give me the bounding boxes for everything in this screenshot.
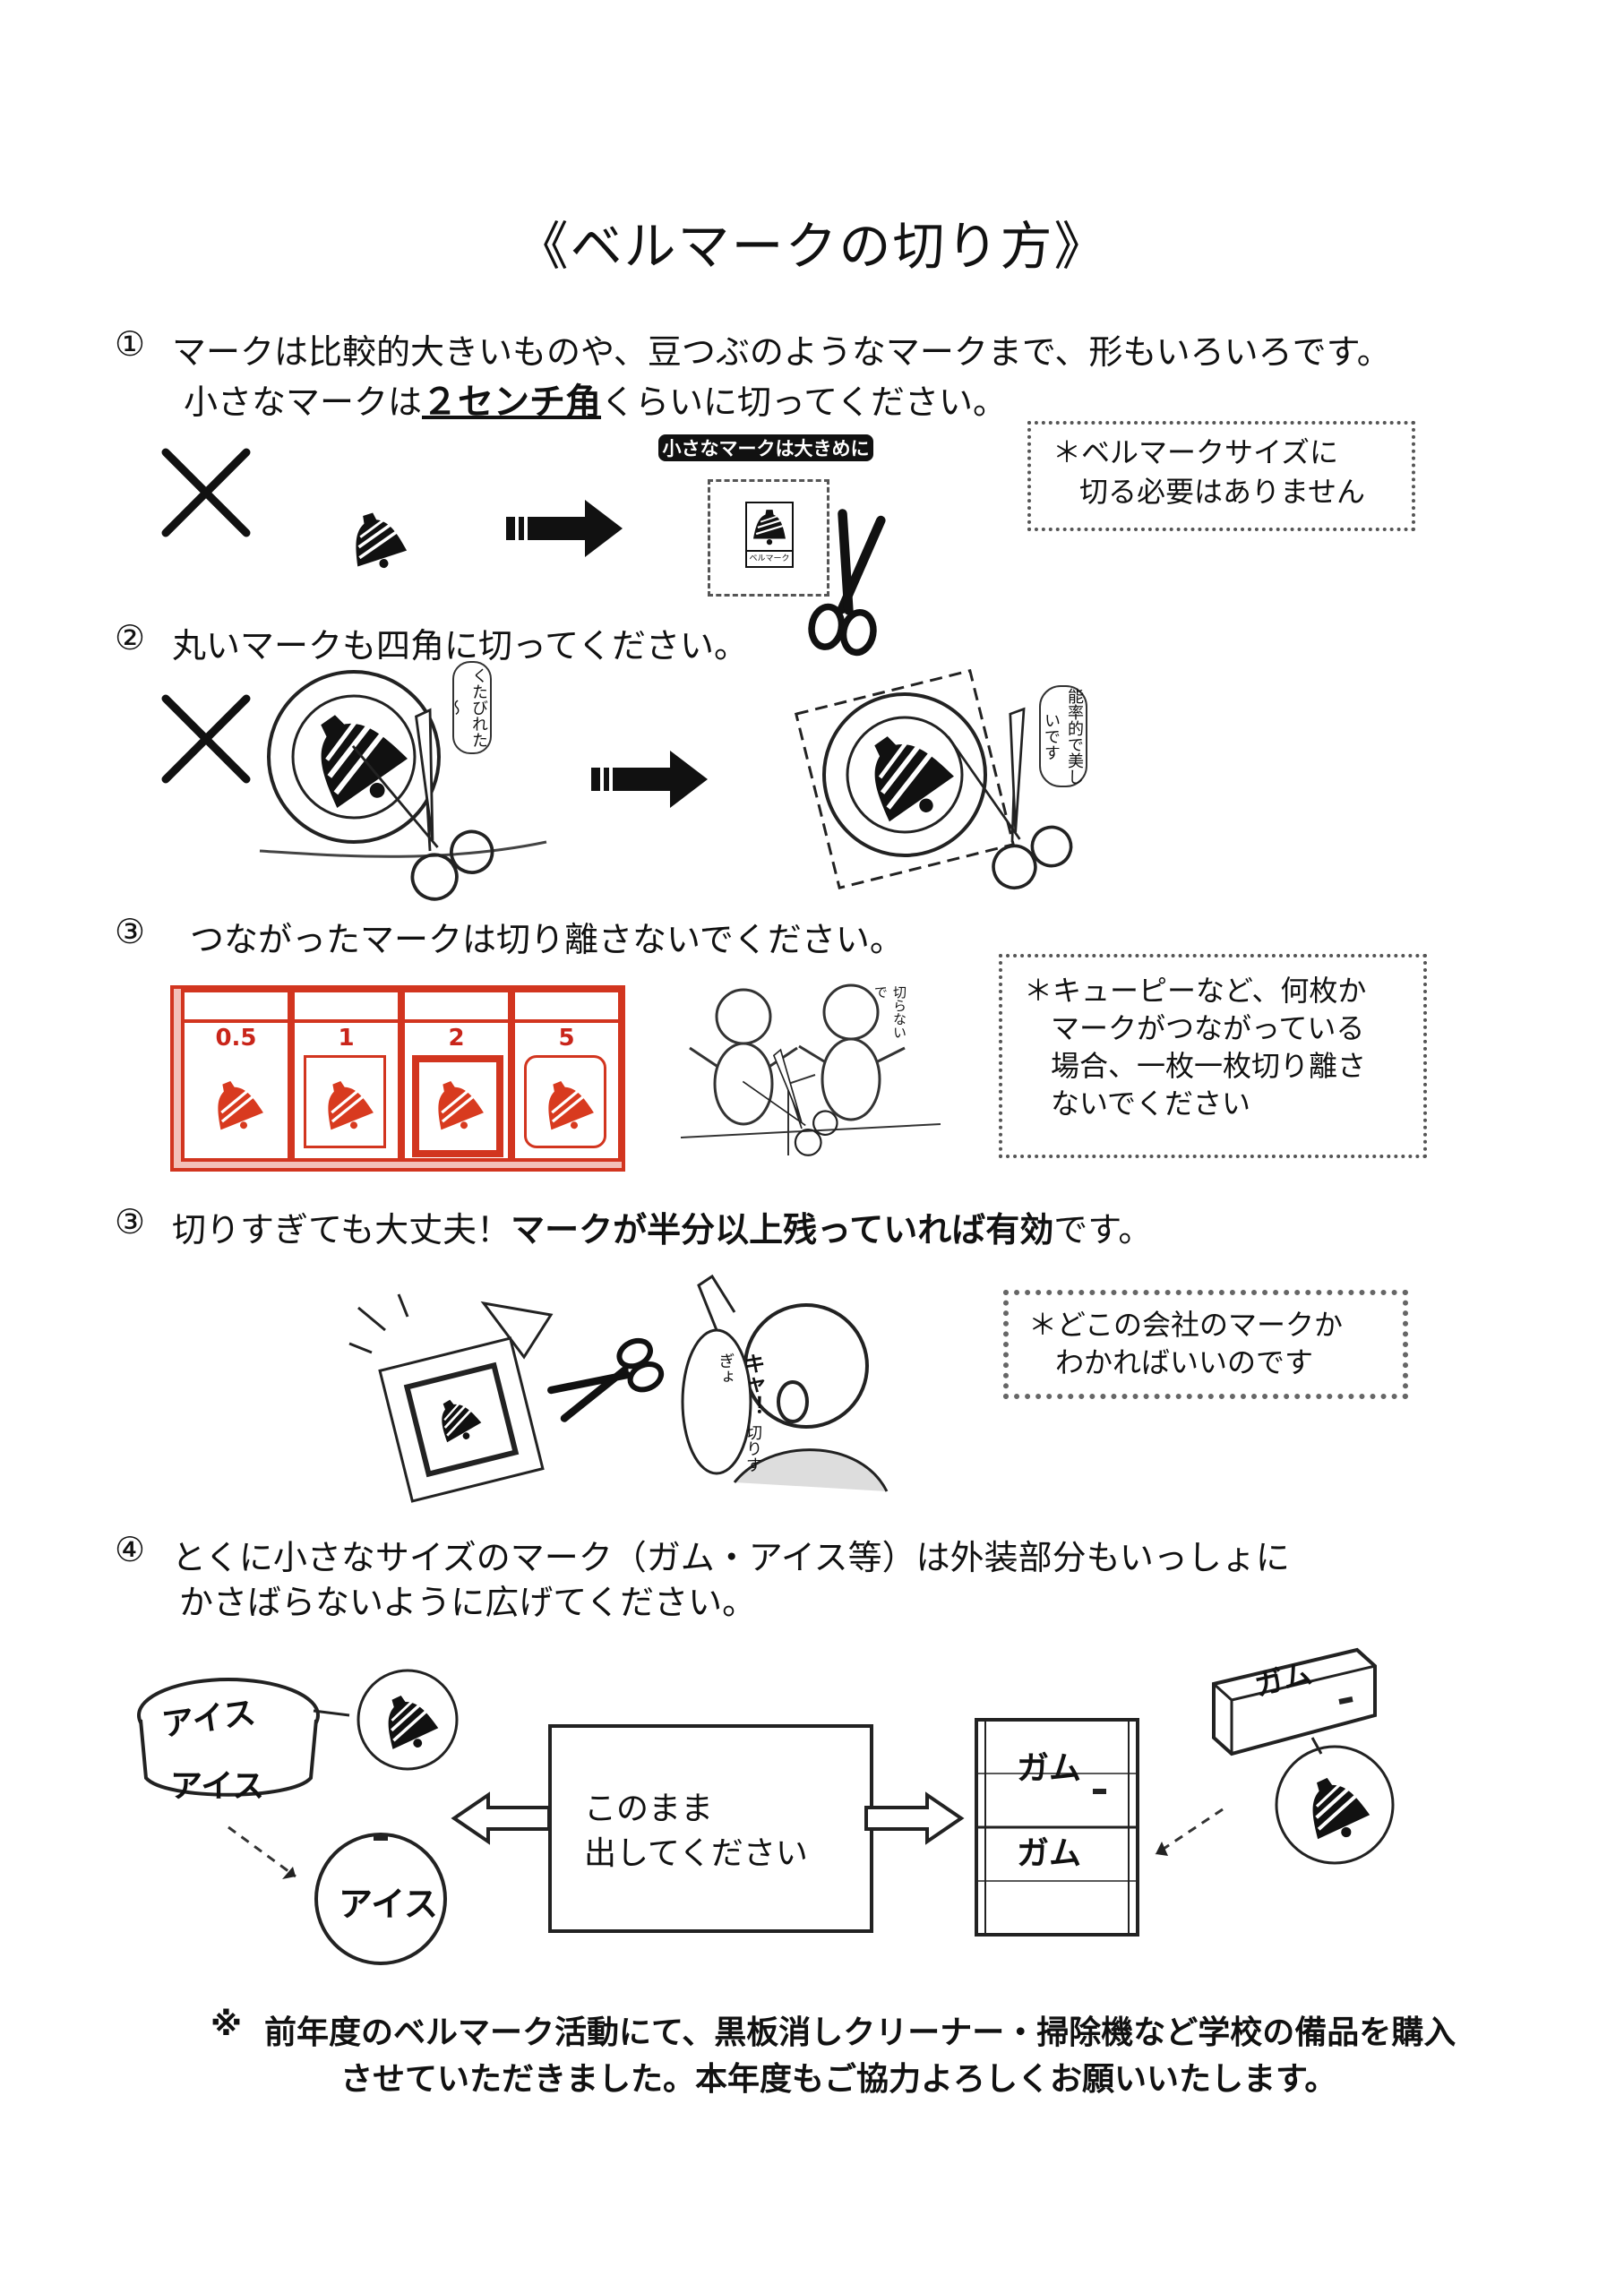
right-arrow-icon-2	[591, 751, 708, 808]
red-bell-icon	[424, 1072, 488, 1139]
section-4-text-c: です。	[1053, 1210, 1153, 1250]
note-box-1: ＊ベルマークサイズに 切る必要はありません	[1027, 421, 1415, 531]
ice-cup-illustration	[137, 1669, 459, 1965]
left-arrow-icon	[451, 1791, 551, 1845]
bubble-efficient: 能率的で美しいです	[1039, 685, 1087, 787]
note-3-line-2: わかればいいのです	[1055, 1345, 1314, 1379]
ice-label-3: アイス	[339, 1884, 438, 1924]
note-2-line-3: 場合、一枚一枚切り離さ	[1051, 1049, 1367, 1083]
shout-text: キャ！ 切りすぎょ	[697, 1353, 769, 1487]
section-3-number: ③	[115, 912, 146, 951]
section-5-number: ④	[115, 1530, 146, 1569]
note-2-line-4: ないでください	[1051, 1086, 1251, 1121]
page-title: 《ベルマークの切り方》	[516, 216, 1108, 277]
kewpie-illustration	[680, 983, 941, 1162]
bell-mark-text: ベルマーク	[747, 550, 792, 563]
round-cut-illustration	[259, 670, 547, 908]
cut-outline	[708, 479, 829, 597]
section-2-number: ②	[115, 618, 146, 657]
mark-cell: 1	[291, 989, 401, 1162]
wrong-x-icon	[166, 452, 251, 537]
section-5-line-2: かさばらないように広げてください。	[179, 1583, 757, 1622]
kewpie-bubble: 切らないで	[872, 985, 907, 1039]
gum-label-3: ガム	[1017, 1834, 1082, 1872]
note-2-line-1: ＊キューピーなど、何枚か	[1024, 974, 1367, 1008]
bubble-tired: くたびれた～	[446, 661, 492, 754]
mark-cell: 2	[401, 989, 511, 1162]
mark-cell: 0.5	[181, 989, 291, 1162]
wrong-x-icon-2	[166, 699, 251, 784]
small-mark-caption: 小さなマークは大きめに	[658, 434, 873, 461]
red-bell-icon	[534, 1072, 598, 1139]
size-emphasis: ２センチ角	[422, 382, 602, 423]
bell-icon	[752, 508, 787, 546]
mark-cell-label: 5	[558, 1025, 575, 1052]
right-arrow-outline-icon	[864, 1791, 965, 1845]
ice-label-2: アイス	[170, 1767, 265, 1805]
mark-cell-label: 2	[448, 1025, 465, 1052]
square-cut-illustration	[794, 668, 1083, 896]
mark-cell-label: 0.5	[215, 1025, 257, 1052]
note-3-line-1: ＊どこの会社のマークか	[1028, 1308, 1344, 1342]
section-4-emphasis: マークが半分以上残っていれば有効	[511, 1210, 1054, 1250]
bell-mark-sample: ベルマーク	[745, 502, 794, 568]
red-bell-icon	[314, 1072, 378, 1139]
red-bell-icon	[203, 1072, 268, 1139]
section-1-number: ①	[115, 324, 146, 364]
note-1-line-1: ＊ベルマークサイズに	[1053, 435, 1339, 469]
footer-mark: ※	[211, 2006, 242, 2043]
footer-line-1: 前年度のベルマーク活動にて、黒板消しクリーナー・掃除機など学校の備品を購入	[264, 2014, 1456, 2051]
section-1-line-2a: 小さなマークは	[184, 382, 423, 422]
center-line-1: このまま	[584, 1791, 714, 1827]
section-3-text: つながったマークは切り離さないでください。	[190, 920, 904, 959]
surprised-person-illustration	[681, 1274, 889, 1492]
section-5-line-1: とくに小さなサイズのマーク（ガム・アイス等）は外装部分もいっしょに	[172, 1538, 1290, 1577]
section-4-number: ③	[115, 1202, 146, 1241]
center-instruction-box: このまま 出してください	[548, 1724, 873, 1933]
note-1-line-2: 切る必要はありません	[1079, 475, 1366, 509]
section-1-line-1: マークは比較的大きいものや、豆つぶのようなマークまで、形もいろいろです。	[172, 332, 1391, 372]
mark-cell: 5	[511, 989, 622, 1162]
shout-text-1: キャ！	[740, 1353, 765, 1417]
note-2-line-2: マークがつながっている	[1051, 1011, 1365, 1045]
section-1-line-2: 小さなマークは２センチ角くらいに切ってください。	[184, 373, 1007, 425]
overcut-illustration	[348, 1293, 663, 1503]
shout-text-2: 切りすぎょ	[716, 1353, 762, 1473]
section-4-text: 切りすぎても大丈夫！マークが半分以上残っていれば有効です。	[172, 1202, 1152, 1251]
gum-package-illustration	[975, 1647, 1395, 1937]
right-arrow-icon	[506, 500, 623, 557]
note-box-2: ＊キューピーなど、何枚か マークがつながっている 場合、一枚一枚切り離さ ないで…	[999, 954, 1427, 1158]
connected-marks: 0.5 1 2 5	[170, 985, 625, 1172]
note-box-3: ＊どこの会社のマークか わかればいいのです	[1003, 1290, 1408, 1399]
section-2-text: 丸いマークも四角に切ってください。	[172, 626, 748, 666]
small-bell-icon	[341, 504, 412, 578]
center-line-2: 出してください	[584, 1835, 808, 1872]
gum-label-2: ガム	[1017, 1749, 1082, 1787]
scissors-icon	[788, 520, 905, 654]
section-1-line-2c: くらいに切ってください。	[601, 382, 1007, 422]
section-4-text-a: 切りすぎても大丈夫！	[172, 1210, 511, 1250]
mark-cell-label: 1	[338, 1025, 355, 1052]
footer-line-2: させていただきました。本年度もご協力よろしくお願いいたします。	[340, 2061, 1337, 2098]
